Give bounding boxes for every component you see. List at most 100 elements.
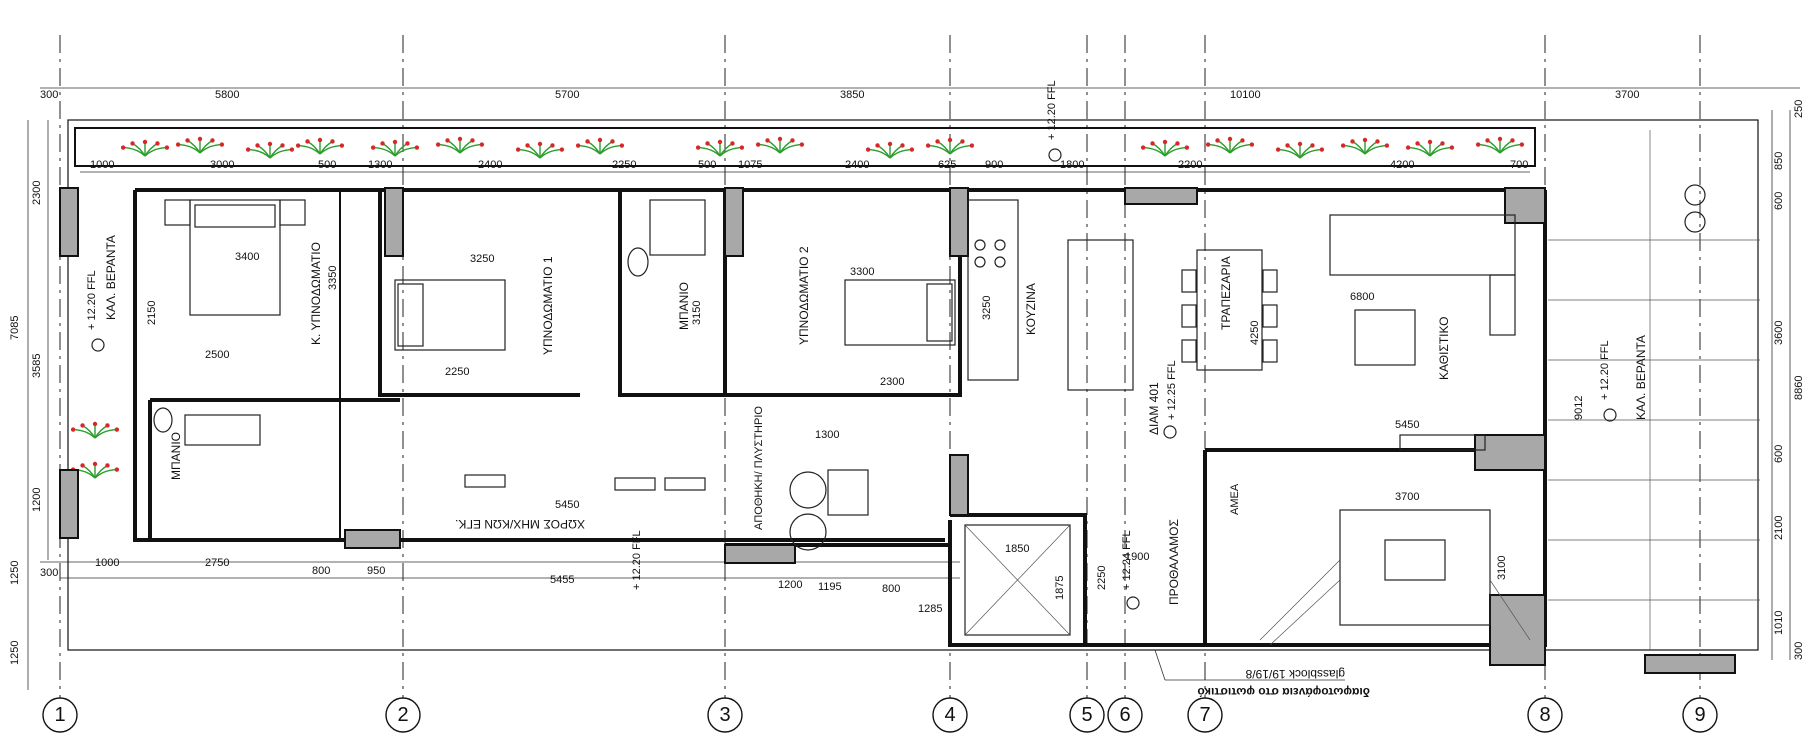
grid-label-4: 4 (944, 704, 955, 726)
bottom-dim-7: 1195 (818, 581, 842, 593)
grid-label-8: 8 (1539, 704, 1550, 726)
left-dim-1: 2300 (31, 181, 43, 205)
left-dim-0: 7085 (9, 316, 21, 340)
dim-kitchen: 3250 (981, 296, 993, 320)
left-dim-2: 3585 (31, 354, 43, 378)
dim-stair-h: 3100 (1496, 556, 1508, 580)
dim-storage: 1300 (815, 429, 839, 441)
bottom-dim-2: 2750 (205, 557, 229, 569)
right-dim-1: 850 (1773, 152, 1785, 170)
top-dim-4: 10100 (1230, 89, 1261, 101)
dim-bed-m: 3400 (235, 251, 259, 263)
label-veranda-right: ΚΑΛ. ΒΕΡΑΝΤΑ (1634, 335, 1648, 420)
dim-stair-w: 3700 (1395, 491, 1419, 503)
label-bath-left: ΜΠΑΝΙΟ (169, 432, 183, 480)
bottom-dim-4: 950 (367, 565, 385, 577)
room-dimensions: 3400 2500 2150 3250 2250 3300 2300 3250 … (146, 251, 1508, 600)
plant-icon (295, 137, 345, 155)
bottom-dim-6: 1200 (778, 579, 802, 591)
top-dim-1: 5800 (215, 89, 239, 101)
level-lobby: + 12.24 FFL (1121, 530, 1133, 590)
note-wall: διαφωτοφάνεια στο φωτιστικό (1197, 685, 1370, 699)
right-dim-6: 1010 (1773, 611, 1785, 635)
dim-lobby-w: 1900 (1125, 551, 1149, 563)
bottom-dim-5: 5455 (550, 574, 574, 586)
label-master-bedroom-dim: 3350 (327, 266, 339, 290)
structural-columns (59, 187, 1736, 674)
label-bedroom-2: ΥΠΝΟΔΩΜΑΤΙΟ 2 (797, 246, 811, 345)
dim-bed2-h: 2300 (880, 376, 904, 388)
label-living: ΚΑΘΙΣΤΙΚΟ (1437, 317, 1451, 380)
right-dim-0: 250 (1793, 100, 1805, 118)
dim-living-w2: 5450 (1395, 419, 1419, 431)
bottom-dim-1: 1000 (95, 557, 119, 569)
bottom-dim-3: 800 (312, 565, 330, 577)
plant-icon (120, 139, 170, 157)
plant-icon (1275, 141, 1325, 159)
plant-icon (1205, 136, 1255, 154)
plant-icon (175, 136, 225, 154)
dim-lift-w: 1850 (1005, 543, 1029, 555)
dim-lobby-h: 2250 (1096, 566, 1108, 590)
left-dim-4: 1250 (9, 561, 21, 585)
room-labels: Κ. ΥΠΝΟΔΩΜΑΤΙΟ 3350 ΥΠΝΟΔΩΜΑΤΙΟ 1 ΥΠΝΟΔΩ… (104, 235, 1648, 605)
plant-icon (370, 139, 420, 157)
label-storage: ΑΠΟΘΗΚΗ/ ΠΛΥΣΤΗΡΙΟ (753, 406, 765, 530)
grid-label-1: 1 (54, 704, 65, 726)
grid-label-6: 6 (1119, 704, 1130, 726)
label-apartment: ΔΙΑΜ 401 (1147, 382, 1161, 435)
label-master-bedroom: Κ. ΥΠΝΟΔΩΜΑΤΙΟ (309, 242, 323, 345)
level-veranda-left: + 12.20 FFL (86, 270, 98, 330)
grid-bubbles: 1 2 3 4 5 6 7 8 9 (42, 697, 1718, 733)
plant-icon (70, 421, 120, 439)
grid-label-3: 3 (719, 704, 730, 726)
plant-icon (865, 141, 915, 159)
plant-icon (435, 136, 485, 154)
bottom-dim-8: 800 (882, 583, 900, 595)
right-dim-4: 600 (1773, 445, 1785, 463)
level-apartment: + 12.25 FFL (1166, 360, 1178, 420)
label-bedroom-1: ΥΠΝΟΔΩΜΑΤΙΟ 1 (541, 256, 555, 355)
right-dim-2: 600 (1773, 192, 1785, 210)
left-dim-3: 1200 (31, 488, 43, 512)
top-dim-5: 3700 (1615, 89, 1639, 101)
right-dim-7: 300 (1793, 642, 1805, 660)
top-dim-0: 300 (40, 89, 58, 101)
plant-icon (575, 137, 625, 155)
grid-label-5: 5 (1081, 704, 1092, 726)
plant-icon (1405, 139, 1455, 157)
note-glassblock: glassblock 19/19/8 (1245, 667, 1345, 681)
furniture (153, 130, 1760, 650)
dim-bed1-w: 3250 (470, 253, 494, 265)
plant-icon (1340, 137, 1390, 155)
label-dining-dim: 4250 (1249, 321, 1261, 345)
plant-icon (695, 139, 745, 157)
right-dim-9: 9012 (1573, 396, 1585, 420)
label-veranda-left: ΚΑΛ. ΒΕΡΑΝΤΑ (104, 235, 118, 320)
grid-axes (59, 35, 1701, 700)
left-dimension-chain: 7085 2300 3585 1200 1250 1250 (9, 120, 49, 690)
bottom-dim-0: 300 (40, 567, 58, 579)
dim-lift-h: 1875 (1054, 576, 1066, 600)
label-kitchen: ΚΟΥΖΙΝΑ (1024, 283, 1038, 335)
dim-bed1-h: 2250 (445, 366, 469, 378)
bottom-dimension-chain: 300 1000 2750 800 950 5455 1200 1195 800… (40, 557, 960, 615)
grid-label-7: 7 (1199, 704, 1210, 726)
plant-icon (1475, 136, 1525, 154)
planter-strip (70, 127, 1536, 479)
label-bath-small-dim: 3150 (691, 301, 703, 325)
plant-icon (245, 141, 295, 159)
label-amea: ΑΜΕΑ (1229, 483, 1241, 515)
dim-bed-m-w: 2500 (205, 349, 229, 361)
level-top: + 12.20 FFL (1046, 80, 1058, 140)
top-dimension-chain: 300 5800 5700 3850 10100 3700 1000 3000 … (40, 87, 1800, 173)
label-bath-small: ΜΠΑΝΙΟ (677, 282, 691, 330)
left-dim-5: 1250 (9, 641, 21, 665)
dim-living-w: 6800 (1350, 291, 1374, 303)
right-dim-8: 8860 (1793, 376, 1805, 400)
dim-bed2-w: 3300 (850, 266, 874, 278)
right-dim-3: 3600 (1773, 321, 1785, 345)
level-mech: + 12.20 FFL (631, 530, 643, 590)
level-markers: + 12.20 FFL + 12.20 FFL + 12.25 FFL + 12… (86, 80, 1617, 610)
